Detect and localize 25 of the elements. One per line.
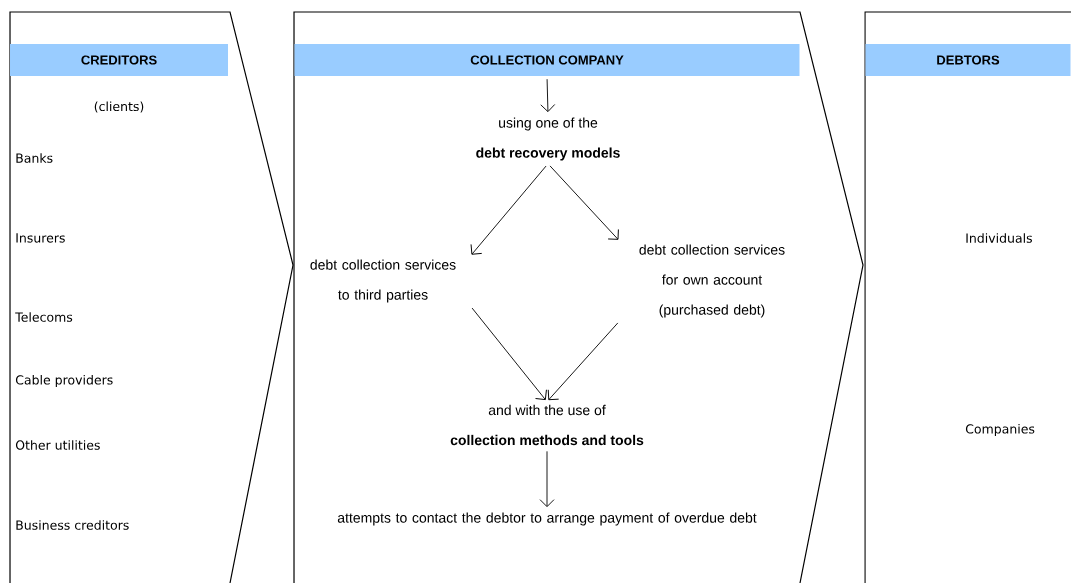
header-band: CREDITORS	[10, 44, 228, 76]
list-item: Individuals	[966, 233, 1032, 243]
flow-text: and with the use of collection methods and tools	[450, 404, 644, 446]
arrow	[540, 78, 556, 113]
list-item: Business creditors	[16, 520, 129, 530]
arrow	[471, 307, 547, 401]
subtitle: (clients)	[94, 101, 144, 113]
flow-text: using one of the debt recovery models	[476, 117, 620, 161]
list-item: Telecoms	[15, 312, 73, 322]
flow-text: debt collection services for own account (purchased debt)	[639, 244, 785, 318]
list-item: Cable providers	[15, 374, 113, 388]
list-item: Other utilities	[15, 440, 100, 450]
flow-text: attempts to contact the debtor to arrange payment of overdue debt	[337, 512, 757, 526]
panel	[864, 11, 1071, 583]
list-item: Companies	[965, 423, 1035, 437]
arrow	[547, 322, 619, 401]
panel	[9, 11, 294, 583]
arrow	[539, 450, 555, 508]
arrow	[470, 165, 547, 255]
flow-text: debt collection services to third parties	[310, 259, 456, 303]
list-item: Banks	[16, 153, 53, 163]
arrow	[549, 165, 619, 240]
list-item: Insurers	[16, 233, 65, 243]
header-band: COLLECTION COMPANY	[294, 44, 800, 76]
header-band: DEBTORS	[865, 44, 1071, 76]
